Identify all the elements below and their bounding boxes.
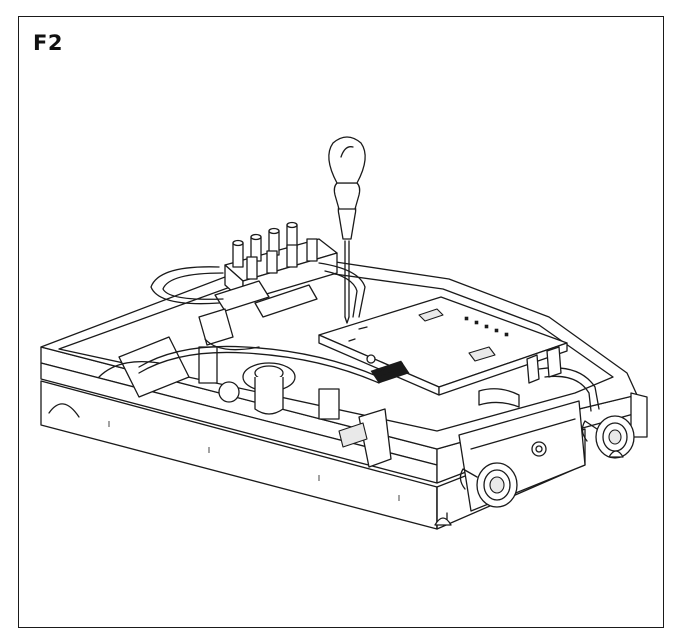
pcb-pin-row [464, 316, 509, 337]
left-pipe-connector [459, 462, 518, 508]
figure-label: F2 [33, 31, 63, 55]
terminal-posts [232, 221, 318, 280]
housing-base [40, 260, 648, 530]
right-pipe-connector [581, 415, 635, 459]
interior-components [98, 336, 600, 468]
screwdriver [328, 136, 366, 324]
figure-frame: F2 [18, 16, 664, 628]
appliance-illustration [40, 136, 648, 530]
control-circuit-board [318, 296, 568, 396]
mounting-tabs [434, 450, 624, 526]
terminal-block [150, 221, 366, 351]
center-knob [531, 441, 547, 457]
